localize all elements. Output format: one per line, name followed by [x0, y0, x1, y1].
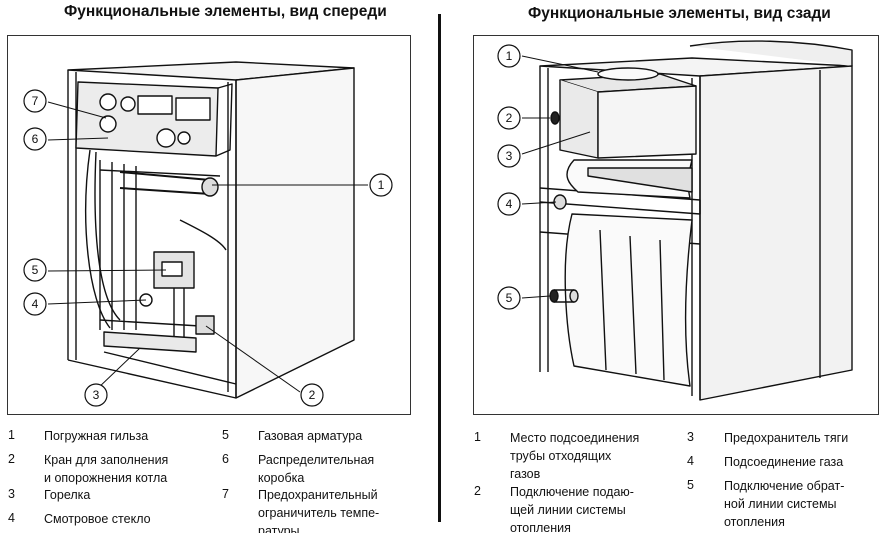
back-legend-num-3: 3 — [687, 430, 694, 444]
front-callout-1: 1 — [378, 178, 385, 192]
front-callout-2: 2 — [309, 388, 316, 402]
back-legend-text-2: Подключение подаю- щей линии системы ото… — [510, 485, 634, 535]
back-legend-text-5: Подключение обрат- ной линии системы ото… — [724, 479, 845, 529]
front-legend-text-7: Предохранительный ограничитель темпе- ра… — [258, 488, 380, 533]
vertical-divider — [438, 14, 441, 522]
front-callout-7: 7 — [32, 94, 39, 108]
front-legend-text-2: Кран для заполнения и опорожнения котла — [44, 453, 169, 485]
front-legend-num-3: 3 — [8, 487, 15, 501]
back-callout-5: 5 — [506, 291, 513, 305]
front-legend-num-1: 1 — [8, 428, 15, 442]
front-legend-text-1: Погружная гильза — [44, 429, 149, 443]
front-legend-text-4: Смотровое стекло — [44, 512, 151, 526]
back-callout-1: 1 — [506, 49, 513, 63]
front-legend-text-6: Распределительная коробка — [258, 453, 375, 485]
front-legend-num-6: 6 — [222, 452, 229, 466]
front-legend-num-5: 5 — [222, 428, 229, 442]
front-legend-num-4: 4 — [8, 511, 15, 525]
front-view-title: Функциональные элементы, вид спереди — [64, 3, 387, 20]
front-boiler-drawing — [67, 61, 355, 399]
back-legend-num-1: 1 — [474, 430, 481, 444]
back-legend-text-4: Подсоединение газа — [724, 455, 844, 469]
back-callout-3: 3 — [506, 149, 513, 163]
front-callout-4: 4 — [32, 297, 39, 311]
front-callout-3: 3 — [93, 388, 100, 402]
back-view-title: Функциональные элементы, вид сзади — [528, 5, 831, 22]
front-legend-text-3: Горелка — [44, 488, 91, 502]
back-callout-2: 2 — [506, 111, 513, 125]
back-legend-text-1: Место подсоединения трубы отходящих газо… — [510, 431, 640, 481]
back-boiler-drawing — [539, 40, 853, 401]
back-legend-text-3: Предохранитель тяги — [724, 431, 849, 445]
back-callout-4: 4 — [506, 197, 513, 211]
front-legend-text-5: Газовая арматура — [258, 429, 363, 443]
back-legend-num-5: 5 — [687, 478, 694, 492]
front-callout-6: 6 — [32, 132, 39, 146]
front-legend-num-2: 2 — [8, 452, 15, 466]
back-legend-num-4: 4 — [687, 454, 694, 468]
front-callout-5: 5 — [32, 263, 39, 277]
front-legend-num-7: 7 — [222, 487, 229, 501]
back-legend-num-2: 2 — [474, 484, 481, 498]
